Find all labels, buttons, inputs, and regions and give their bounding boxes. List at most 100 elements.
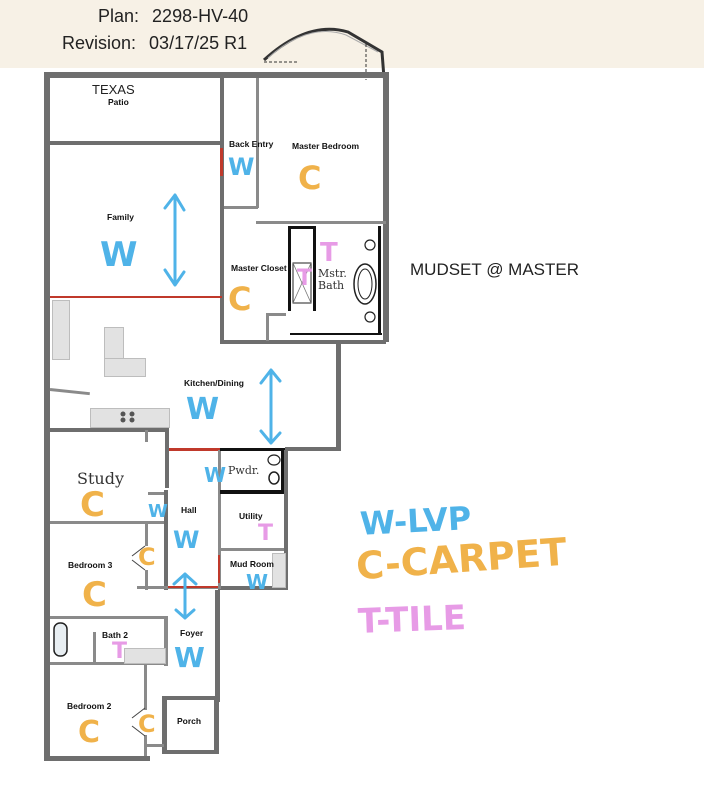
wall-closet-top xyxy=(224,206,258,209)
label-back-entry: Back Entry xyxy=(229,139,274,149)
wall-bedroom2-hall xyxy=(144,664,147,694)
revision-value: 03/17/25 R1 xyxy=(149,33,248,53)
wall-bath2-divider xyxy=(93,632,96,664)
accent-wall-mudroom xyxy=(218,555,220,583)
arrow-kitchen-icon xyxy=(259,368,282,445)
label-patio: Patio xyxy=(108,97,129,107)
wall-kitchen-stub xyxy=(145,430,148,442)
label-kitchen-dining: Kitchen/Dining xyxy=(184,378,244,388)
wall-porch-left xyxy=(162,696,167,754)
mark-carpet-bedroom2-closet: C xyxy=(138,710,156,738)
wall-bath2-right xyxy=(164,616,168,666)
label-bath2: Bath 2 xyxy=(102,630,128,640)
wall-utility-bottom xyxy=(220,548,284,551)
shower-icon xyxy=(292,262,312,304)
legend-tile: T-TILE xyxy=(357,598,467,642)
bathtub-icon xyxy=(53,622,68,657)
plan-number: Plan: 2298-HV-40 xyxy=(98,6,248,27)
kitchen-island-horizontal xyxy=(104,358,146,377)
wall-foyer-right xyxy=(215,590,220,702)
label-porch: Porch xyxy=(177,716,202,726)
wall-powder-bottom xyxy=(220,490,284,494)
wall-porch-bottom xyxy=(162,750,219,754)
mark-lvp-powder: W xyxy=(204,463,227,487)
wall-back-entry-right xyxy=(256,78,259,208)
mark-carpet-bedroom3: C xyxy=(82,575,107,615)
revision-label: Revision: xyxy=(62,33,137,53)
door-swing xyxy=(131,707,146,737)
label-bedroom2: Bedroom 2 xyxy=(67,701,112,711)
mudset-note: MUDSET @ MASTER xyxy=(410,260,580,279)
toilet-icon xyxy=(364,239,376,251)
wall-patio-right xyxy=(220,78,224,343)
wall-powder-right xyxy=(281,448,285,494)
wall-porch-top xyxy=(162,696,220,700)
wall-master-bedroom-bottom xyxy=(256,221,386,224)
mark-lvp-hall: W xyxy=(173,526,200,554)
label-foyer: Foyer xyxy=(180,628,204,638)
mark-lvp-foyer: W xyxy=(174,641,205,674)
label-study: Study xyxy=(77,469,124,488)
wall-bedroom2-right-top xyxy=(144,694,147,710)
label-master-closet: Master Closet xyxy=(231,263,287,273)
label-hall: Hall xyxy=(181,505,197,515)
door-swing xyxy=(131,545,146,571)
revision: Revision: 03/17/25 R1 xyxy=(62,33,247,54)
wall-bath2-top xyxy=(50,616,168,619)
label-bedroom3: Bedroom 3 xyxy=(68,560,113,570)
wall-study-door-stub xyxy=(148,492,168,495)
bath2-vanity xyxy=(124,648,166,664)
wall-hall-right xyxy=(218,450,221,590)
arrow-family-icon xyxy=(163,193,186,287)
mark-carpet-study: C xyxy=(80,485,105,525)
mark-tile-master-bath: T xyxy=(320,238,338,268)
wall-study-right xyxy=(165,428,169,488)
wall-bottom xyxy=(44,756,150,761)
mark-carpet-bedroom3-closet: C xyxy=(138,543,156,571)
wall-study-bottom xyxy=(50,521,166,524)
wall-master-suite-bottom xyxy=(220,340,280,344)
mark-lvp-family: W xyxy=(100,235,138,275)
wall-shower-right xyxy=(313,226,316,311)
label-texas: TEXAS xyxy=(92,82,135,97)
wall-powder-top xyxy=(220,448,284,451)
wall-master-right xyxy=(383,72,389,342)
accent-wall-kitchen xyxy=(168,448,220,451)
mark-carpet-master-closet: C xyxy=(228,280,252,318)
wall-patio-bottom xyxy=(50,141,222,145)
kitchen-counter-bottom xyxy=(90,408,170,428)
label-master-bedroom: Master Bedroom xyxy=(292,141,360,151)
mark-lvp-kitchen: W xyxy=(186,392,220,427)
plan-label: Plan: xyxy=(98,6,140,26)
wall-closet-notch xyxy=(266,313,269,341)
wall-porch-right xyxy=(214,696,219,754)
wall-hall-left xyxy=(164,490,168,590)
wall-utility-right xyxy=(284,450,288,590)
mark-tile-master-shower: T xyxy=(297,266,313,291)
wall-bath-bottom xyxy=(280,340,386,344)
wall-bedroom2-closet-bottom xyxy=(144,744,164,747)
mark-tile-bath2: T xyxy=(112,639,128,664)
wall-bath-bottom-black xyxy=(290,333,382,335)
mark-carpet-master-bedroom: C xyxy=(298,159,322,197)
arrow-foyer-icon xyxy=(172,572,198,620)
wall-kitchen-bottom-right xyxy=(285,447,341,451)
wall-kitchen-right xyxy=(336,342,341,450)
wall-kitchen-entry xyxy=(49,388,90,396)
accent-wall-family xyxy=(50,296,222,298)
plan-value: 2298-HV-40 xyxy=(152,6,249,26)
wall-bath-right-black xyxy=(378,226,381,334)
master-tub-icon xyxy=(353,263,377,305)
mark-tile-utility: T xyxy=(258,521,274,546)
wall-shower-top xyxy=(288,226,316,229)
wall-top xyxy=(44,72,386,78)
label-family: Family xyxy=(107,212,134,222)
label-mud-room: Mud Room xyxy=(230,559,274,569)
bay-window xyxy=(262,27,386,80)
wall-study-top xyxy=(50,428,168,432)
cooktop-icon xyxy=(120,411,135,423)
mark-lvp-mudroom: W xyxy=(246,570,269,594)
accent-wall-back-entry xyxy=(220,148,223,176)
toilet-icon xyxy=(364,311,376,323)
label-utility: Utility xyxy=(239,511,263,521)
